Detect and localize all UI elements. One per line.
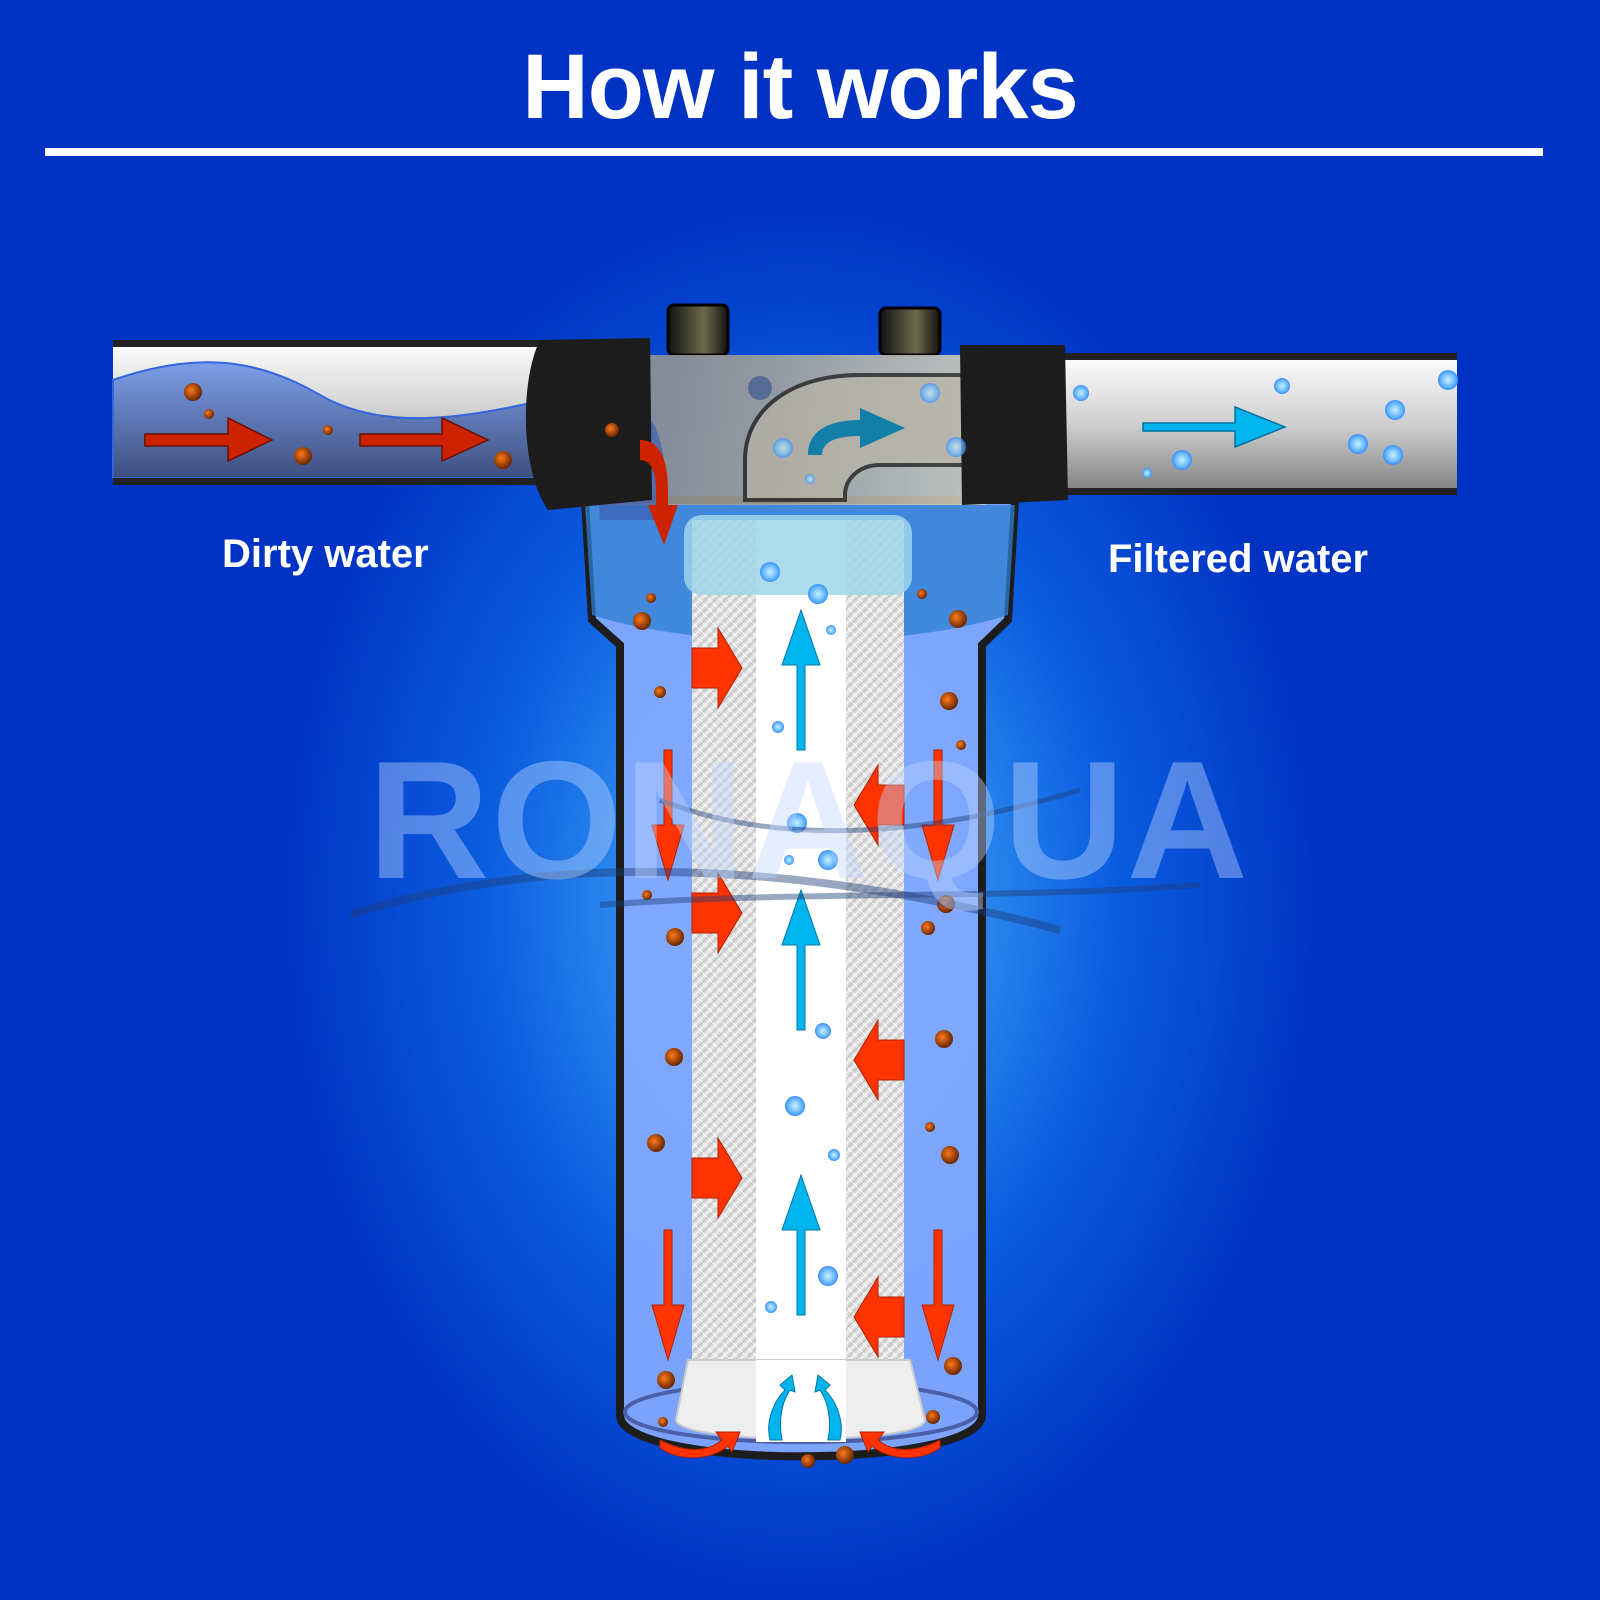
vent-cap-icon [878,306,942,357]
title-divider [45,148,1543,156]
dirty-flow-arrow-icon [640,440,678,545]
filtered-water-label: Filtered water [1108,537,1369,581]
clean-flow-arrow-icon [1142,405,1288,449]
water-bubble-icon [760,562,840,1313]
clean-flow-arrow-icon [808,408,905,455]
dirty-flow-arrow-icon [651,626,955,1459]
dirty-flow-arrow-icon [144,416,490,463]
dirty-water-label: Dirty water [222,532,429,576]
clean-flow-arrow-icon [768,608,842,1441]
vent-cap-icon [666,303,730,357]
watermark-swoosh-icon [348,787,1201,934]
page-title: How it works [522,36,1078,138]
outlet-pipe [1055,353,1458,495]
inlet-pipe [112,340,544,485]
dirt-particle-icon [184,383,512,469]
dirt-particle-icon [633,589,967,1468]
filter-head [525,303,1068,545]
water-bubble-icon [1073,370,1458,478]
